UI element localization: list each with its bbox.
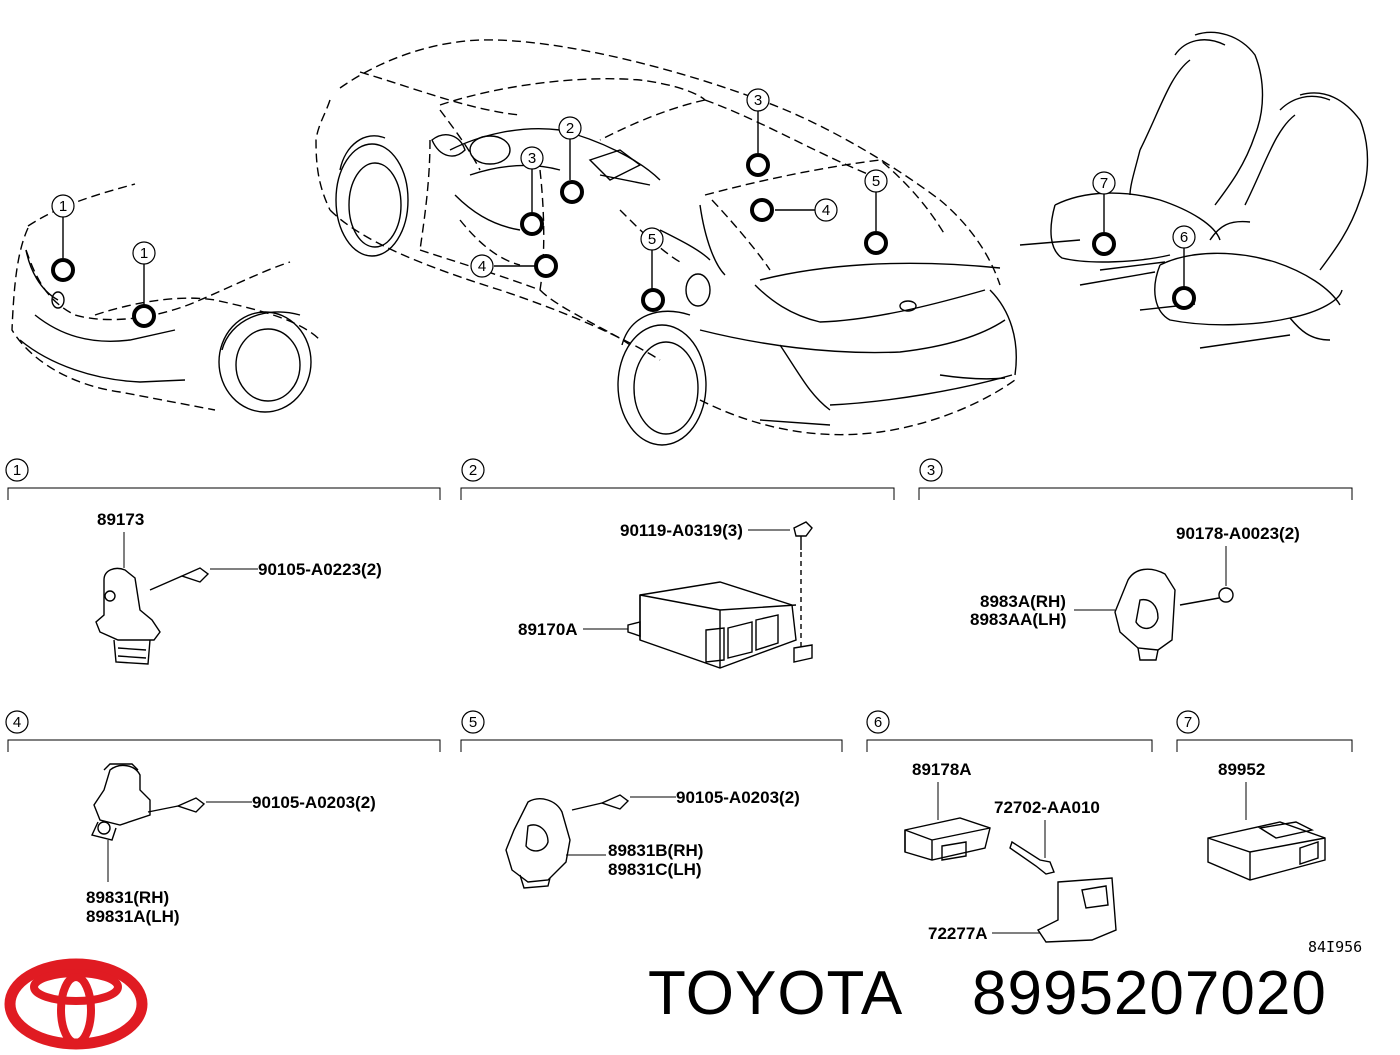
location-markers xyxy=(51,110,1196,328)
seats-view xyxy=(1019,31,1369,349)
section-3-parts: 90178-A0023(2) 8983A(RH) 8983AA(LH) xyxy=(970,524,1300,661)
callout-4b: 4 xyxy=(470,254,494,278)
section-7-header: 7 xyxy=(1176,710,1353,752)
section-3-header: 3 xyxy=(918,458,1353,500)
car-body-view xyxy=(315,39,1017,446)
callout-4a: 4 xyxy=(814,198,838,222)
part-label-8983AA-LH: 8983AA(LH) xyxy=(970,610,1066,629)
callout-6: 6 xyxy=(1172,225,1196,249)
svg-text:5: 5 xyxy=(648,231,656,248)
svg-text:5: 5 xyxy=(872,173,880,190)
part-label-90178-A0023: 90178-A0023(2) xyxy=(1176,524,1300,543)
svg-text:1: 1 xyxy=(13,462,21,479)
svg-text:3: 3 xyxy=(754,92,762,109)
brand-name: TOYOTA xyxy=(648,959,904,1028)
svg-text:3: 3 xyxy=(528,150,536,167)
callout-2: 2 xyxy=(558,116,582,140)
section-headers: 1 2 3 4 5 6 7 xyxy=(5,458,1353,752)
section-1-header: 1 xyxy=(5,458,441,500)
section-6-parts: 89178A 72702-AA010 72277A xyxy=(904,760,1117,943)
part-label-90119-A0319: 90119-A0319(3) xyxy=(620,521,743,540)
svg-text:1: 1 xyxy=(140,245,148,262)
svg-text:7: 7 xyxy=(1184,714,1192,731)
svg-text:4: 4 xyxy=(478,258,486,275)
part-label-89831C-LH: 89831C(LH) xyxy=(608,860,702,879)
part-label-89831-RH: 89831(RH) xyxy=(86,888,169,907)
svg-text:2: 2 xyxy=(566,120,574,137)
svg-text:3: 3 xyxy=(927,462,935,479)
location-callouts: 1 1 2 3 3 4 4 5 5 7 6 xyxy=(51,88,1196,278)
svg-text:2: 2 xyxy=(469,462,477,479)
section-4-header: 4 xyxy=(5,710,441,752)
part-label-89831B-RH: 89831B(RH) xyxy=(608,841,703,860)
svg-text:4: 4 xyxy=(822,202,830,219)
part-label-89952: 89952 xyxy=(1218,760,1265,779)
section-5-header: 5 xyxy=(460,710,843,752)
callout-5a: 5 xyxy=(864,169,888,193)
section-4-parts: 90105-A0203(2) 89831(RH) 89831A(LH) xyxy=(86,763,376,926)
part-label-72277A: 72277A xyxy=(928,924,988,943)
part-label-90105-A0203-a: 90105-A0203(2) xyxy=(252,793,376,812)
svg-text:4: 4 xyxy=(13,714,21,731)
part-label-89831A-LH: 89831A(LH) xyxy=(86,907,180,926)
part-label-90105-A0223: 90105-A0223(2) xyxy=(258,560,382,579)
callout-3a: 3 xyxy=(520,146,544,170)
part-label-8983A-RH: 8983A(RH) xyxy=(980,592,1066,611)
callout-7: 7 xyxy=(1092,171,1116,195)
section-2-parts: 90119-A0319(3) 89170A xyxy=(518,521,813,669)
callout-1a: 1 xyxy=(51,194,75,218)
toyota-logo xyxy=(4,958,148,1050)
part-label-89173: 89173 xyxy=(97,510,144,529)
part-label-72702-AA010: 72702-AA010 xyxy=(994,798,1100,817)
svg-text:7: 7 xyxy=(1100,175,1108,192)
svg-text:1: 1 xyxy=(59,198,67,215)
part-label-90105-A0203-b: 90105-A0203(2) xyxy=(676,788,800,807)
callout-1b: 1 xyxy=(132,241,156,265)
svg-text:6: 6 xyxy=(874,714,882,731)
section-1-parts: 89173 90105-A0223(2) xyxy=(95,510,382,665)
section-5-parts: 90105-A0203(2) 89831B(RH) 89831C(LH) xyxy=(505,788,800,889)
callout-5b: 5 xyxy=(640,227,664,251)
front-bumper-view xyxy=(11,183,321,413)
part-label-89170A: 89170A xyxy=(518,620,578,639)
diagram-code: 84I956 xyxy=(1308,938,1363,956)
section-7-parts: 89952 xyxy=(1207,760,1326,881)
section-2-header: 2 xyxy=(460,458,895,500)
svg-text:6: 6 xyxy=(1180,229,1188,246)
part-number: 8995207020 xyxy=(972,959,1327,1028)
section-6-header: 6 xyxy=(866,710,1153,752)
svg-text:5: 5 xyxy=(469,714,477,731)
callout-3b: 3 xyxy=(746,88,770,112)
part-label-89178A: 89178A xyxy=(912,760,972,779)
